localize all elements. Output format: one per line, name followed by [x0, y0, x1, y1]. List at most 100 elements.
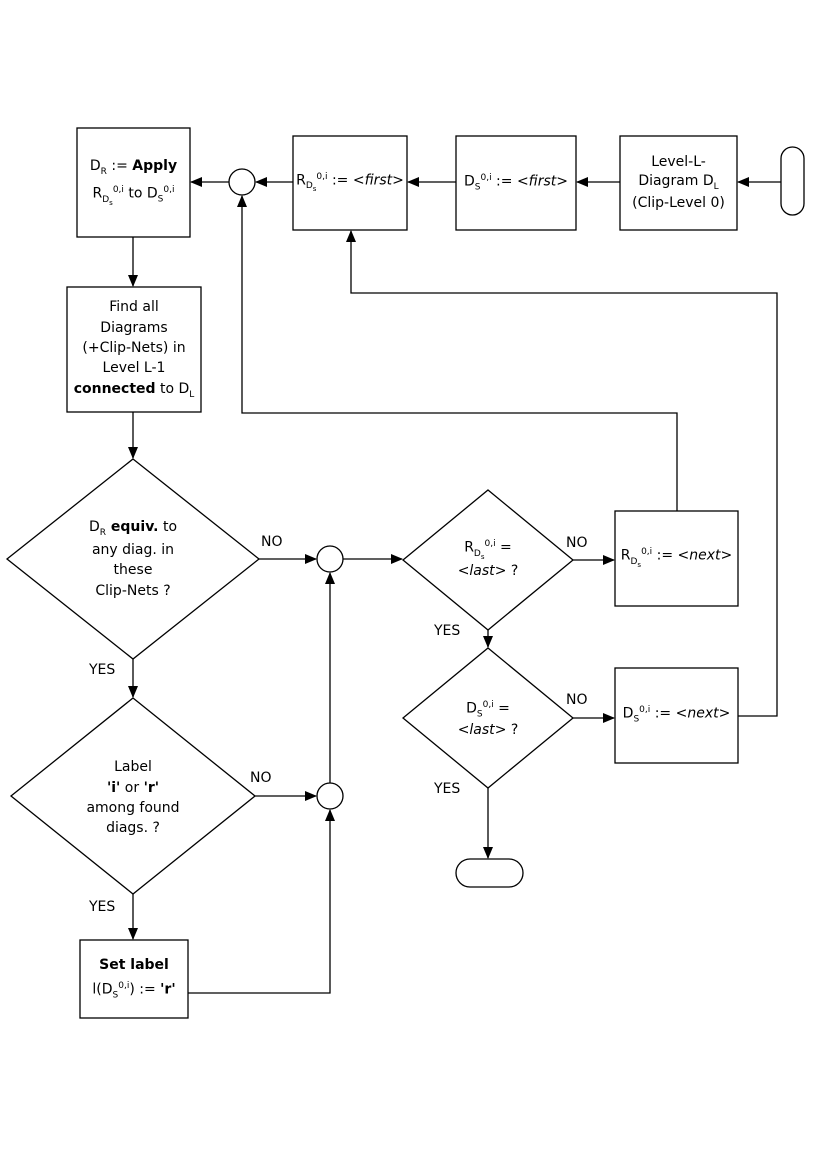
rd-last-s: s	[480, 552, 485, 561]
ds-last-keyword: last	[469, 722, 495, 739]
equiv-d-sub: R	[99, 527, 107, 538]
equiv-no-label: NO	[261, 534, 283, 550]
ds-no-label: NO	[566, 692, 588, 708]
rd-next-end: >	[720, 548, 733, 565]
ds-last-gt: > ?	[494, 722, 519, 739]
find-line3: (+Clip-Nets) in	[82, 340, 186, 357]
ds-next-sub: S	[633, 714, 640, 725]
label-q-line4: diags. ?	[106, 820, 160, 837]
level-line2-sub: L	[713, 182, 719, 193]
find-diagrams-text: Find all Diagrams (+Clip-Nets) in Level …	[67, 287, 201, 412]
label-q-line3: among found	[86, 800, 180, 816]
label-q-r: 'r'	[143, 779, 160, 796]
equiv-line2: any diag. in	[91, 541, 175, 558]
set-label-value: 'r'	[160, 981, 176, 998]
ds-last-eq: =	[493, 700, 510, 717]
rd-first-s: s	[312, 185, 317, 194]
ds-last-text: DS0,i = <last> ?	[428, 690, 548, 750]
rd-no-label: NO	[566, 535, 588, 551]
rd-last-r: R	[464, 539, 474, 556]
equiv-line4: Clip-Nets ?	[95, 582, 171, 599]
equiv-d: D	[88, 519, 100, 536]
apply-dr-sub: R	[100, 166, 107, 177]
apply-assign: :=	[106, 157, 133, 174]
rd-first-keyword: first	[364, 172, 393, 189]
ds-first-text: DS0,i := <first>	[456, 136, 576, 230]
rd-last-lt: <	[457, 563, 470, 580]
find-line5: to D	[155, 380, 190, 397]
ds-next-keyword: next	[687, 706, 719, 723]
rd-last-gt: > ?	[494, 563, 519, 580]
ds-next-sup: 0,i	[639, 705, 651, 716]
rd-next-keyword: next	[689, 548, 721, 565]
label-q-or: or	[120, 779, 144, 796]
equiv-line3: these	[113, 562, 153, 579]
rd-last-sup: 0,i	[484, 539, 496, 550]
rd-last-text: RDs0,i = <last> ?	[428, 530, 548, 590]
find-keyword: connected	[73, 380, 156, 397]
set-label-l: l(D	[92, 981, 113, 998]
ds-yes-label: YES	[434, 781, 461, 797]
label-q-line1: Label	[114, 759, 152, 776]
level-line3: (Clip-Level 0)	[632, 194, 725, 211]
ds-last-sub: S	[476, 709, 483, 720]
set-label-text: Set label l(DS0,i) := 'r'	[80, 940, 188, 1018]
ds-next-d: D	[622, 706, 634, 723]
apply-text: DR := Apply RDs0,i to DS0,i	[77, 128, 190, 237]
rd-last-keyword: last	[469, 563, 495, 580]
level-line1: Level-L-	[651, 153, 706, 170]
rd-first-r: R	[296, 172, 306, 189]
rd-first-d: D	[305, 181, 313, 192]
rd-next-r: R	[620, 548, 631, 565]
junction-bottom	[316, 782, 344, 810]
ds-first-sub: S	[474, 182, 481, 193]
set-label-sup: 0,i	[118, 980, 130, 991]
rd-first-assign: := <	[327, 172, 365, 189]
label-yes-label: YES	[89, 899, 116, 915]
label-no-label: NO	[250, 770, 272, 786]
set-label-end: ) :=	[129, 981, 161, 998]
ds-first-assign: := <	[491, 173, 529, 190]
ds-first-d: D	[464, 173, 475, 190]
find-diagrams-box	[66, 286, 202, 413]
apply-sup: 0,i	[112, 185, 124, 196]
ds-next-end: >	[718, 706, 731, 723]
rd-next-sup: 0,i	[641, 547, 653, 558]
label-question-text: Label 'i' or 'r' among found diags. ?	[48, 748, 218, 848]
rd-next-text: RDs 0,i := <next>	[615, 511, 738, 606]
equiv-keyword: equiv.	[106, 519, 159, 536]
rd-first-sup: 0,i	[316, 171, 328, 182]
ds-last-sup: 0,i	[482, 700, 494, 711]
ds-first-keyword: first	[528, 173, 557, 190]
apply-dr: D	[89, 157, 101, 174]
ds-next-text: DS0,i := <next>	[615, 668, 738, 763]
apply-to-sup: 0,i	[163, 185, 175, 196]
start-terminal	[780, 146, 805, 216]
apply-d: D	[102, 194, 110, 205]
junction-top	[228, 168, 256, 196]
level-line2: Diagram D	[638, 173, 714, 190]
ds-next-assign: := <	[650, 706, 688, 723]
find-line5-sub: L	[189, 389, 195, 400]
apply-keyword: Apply	[132, 157, 178, 174]
ds-first-sup: 0,i	[480, 172, 492, 183]
rd-next-s: s	[637, 560, 642, 569]
rd-next-d: D	[630, 556, 638, 567]
ds-last-d: D	[466, 700, 477, 717]
find-line4: Level L-1	[102, 360, 166, 377]
label-q-i: 'i'	[106, 779, 121, 796]
equiv-yes-label: YES	[89, 662, 116, 678]
junction-middle	[316, 545, 344, 573]
set-label-sub: S	[112, 990, 119, 1001]
rd-yes-label: YES	[434, 623, 461, 639]
level-diagram-text: Level-L- Diagram DL (Clip-Level 0)	[620, 136, 737, 230]
equiv-line1: to	[158, 519, 178, 536]
set-label-keyword: Set label	[99, 957, 169, 974]
set-label-box	[79, 939, 189, 1019]
apply-to-sub: S	[157, 194, 164, 205]
apply-r: R	[92, 185, 103, 202]
rd-next-assign: := <	[652, 548, 690, 565]
find-line1: Find all	[109, 299, 159, 316]
